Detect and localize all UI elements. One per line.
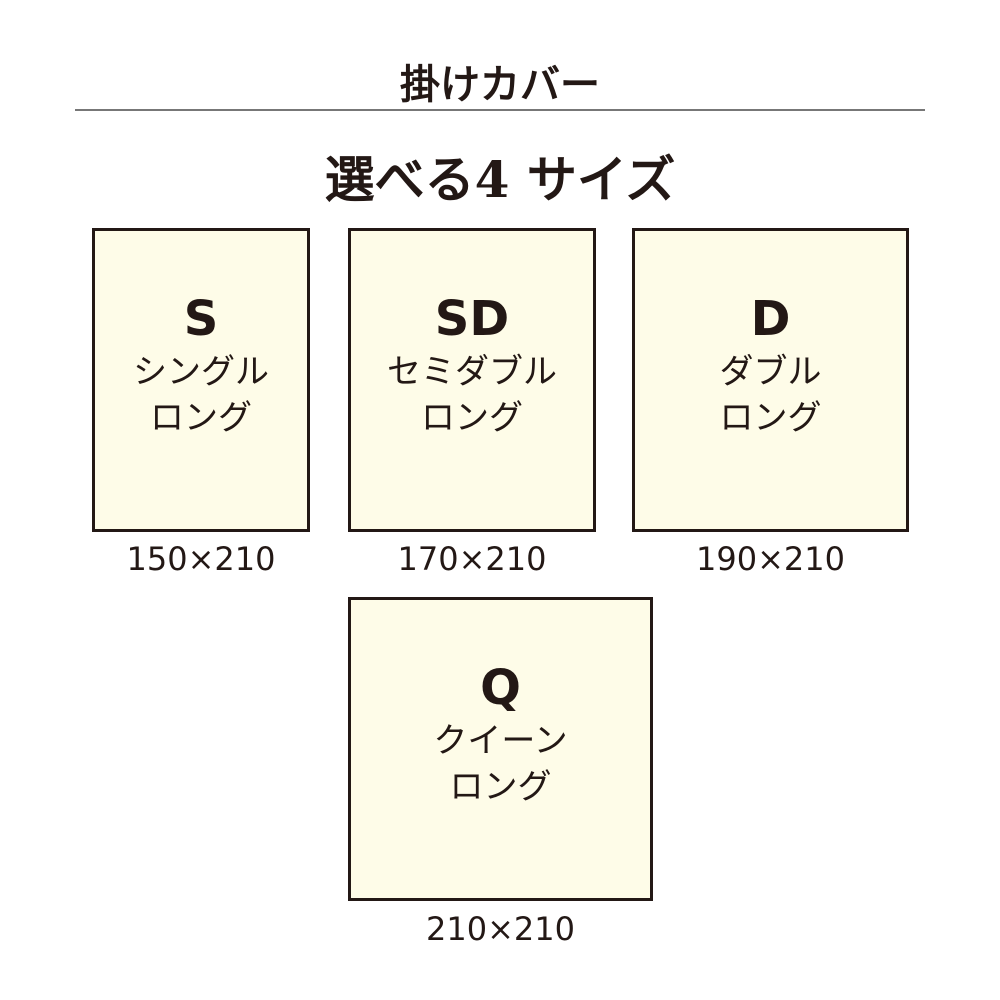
size-dims: 170×210 (397, 540, 547, 578)
size-name-long: ロング (719, 398, 822, 438)
size-code: Q (480, 660, 521, 716)
page-title: 掛けカバー (400, 62, 600, 108)
size-code: S (183, 291, 219, 347)
size-name: シングル (133, 352, 269, 392)
size-name: ダブル (719, 352, 822, 392)
size-name-long: ロング (421, 398, 523, 438)
size-code: D (750, 291, 791, 347)
size-card-sd: SD セミダブル ロング (348, 228, 596, 532)
size-code: SD (434, 291, 510, 347)
size-card-s: S シングル ロング (92, 228, 310, 532)
size-card-q: Q クイーン ロング (348, 597, 653, 901)
size-name: セミダブル (387, 352, 557, 392)
subtitle: 選べる4 サイズ (324, 150, 676, 209)
divider (75, 109, 925, 111)
size-dims: 210×210 (426, 910, 575, 948)
size-dims: 190×210 (696, 540, 845, 578)
size-name: クイーン (433, 721, 568, 761)
size-dims: 150×210 (126, 540, 276, 578)
size-name-long: ロング (150, 398, 252, 438)
size-name-long: ロング (449, 767, 552, 807)
size-card-d: D ダブル ロング (632, 228, 909, 532)
